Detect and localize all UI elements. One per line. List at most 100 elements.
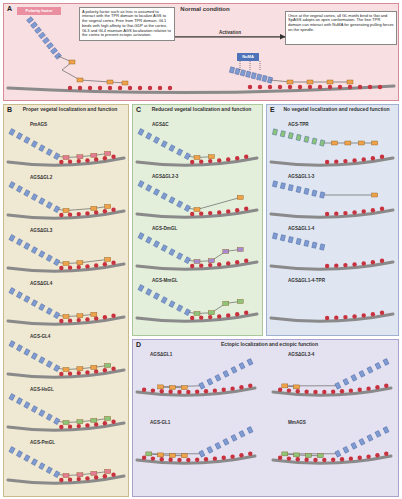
tpr-segment	[39, 198, 45, 205]
galpha-dot	[244, 259, 248, 263]
galpha-dot	[94, 422, 98, 426]
tpr-segment	[169, 249, 175, 256]
galpha-dot	[352, 210, 356, 214]
galpha-dot	[371, 312, 375, 316]
galpha-dot	[322, 458, 326, 462]
tpr-segment	[31, 141, 37, 148]
galpha-dot	[331, 390, 335, 394]
label-tag: Polarity factor	[17, 7, 61, 15]
tpr-segment	[359, 438, 365, 445]
construct-illustration	[271, 233, 393, 269]
galpha-dot	[334, 315, 338, 319]
galpha-dot	[343, 263, 347, 267]
node-text: Once at the vegetal cortex, all GL motif…	[288, 14, 394, 33]
tpr-segment	[240, 70, 245, 76]
tpr-segment	[239, 363, 245, 370]
galpha-dot	[199, 263, 203, 267]
panel-heading: Proper vegetal localization and function	[14, 107, 126, 113]
galpha-dot	[349, 456, 353, 460]
gl-motif	[105, 257, 111, 261]
gl-motif	[91, 206, 97, 210]
galpha-dot	[338, 85, 342, 89]
linker	[57, 314, 94, 316]
galpha-dot	[59, 160, 63, 164]
tpr-segment	[31, 194, 37, 201]
galpha-dot	[343, 159, 347, 163]
tpr-segment	[9, 182, 15, 189]
construct-illustration	[8, 341, 124, 378]
label-tag: NuMA	[237, 53, 259, 61]
galpha-dot	[313, 458, 317, 462]
tpr-segment	[247, 359, 253, 366]
tpr-segment	[177, 149, 183, 156]
galpha-dot	[244, 155, 248, 159]
galpha-dot	[343, 315, 347, 319]
linker	[57, 206, 108, 210]
galpha-dot	[68, 318, 72, 322]
panel-heading: Ectopic localization and ectopic functio…	[143, 342, 396, 348]
galpha-dot	[222, 456, 226, 460]
galpha-dot	[94, 210, 98, 214]
tpr-segment	[272, 181, 277, 187]
cortex	[8, 476, 124, 483]
galpha-dot	[235, 260, 239, 264]
gl-motif	[237, 247, 243, 251]
tpr-segment	[246, 71, 251, 77]
tpr-segment	[46, 202, 52, 209]
cortex	[8, 317, 124, 324]
construct-illustration	[273, 359, 391, 396]
gl-motif	[63, 421, 69, 425]
galpha-dot	[371, 260, 375, 264]
cortex	[137, 456, 255, 463]
galpha-dot	[362, 261, 366, 265]
galpha-dot	[248, 384, 252, 388]
panel-letter: E	[270, 106, 275, 113]
gl-motif	[208, 155, 214, 159]
galpha-dot	[190, 212, 194, 216]
construct-name: AGS-GL4	[30, 334, 50, 339]
gl-motif	[105, 469, 111, 473]
galpha-dot	[375, 385, 379, 389]
galpha-dot	[343, 211, 347, 215]
gl-motif	[77, 473, 83, 477]
tpr-segment	[351, 374, 357, 381]
construct-name: AGSΔGL3-4	[288, 352, 314, 357]
activation-arrow	[175, 36, 285, 37]
galpha-dot	[111, 261, 115, 265]
gl-motif	[146, 452, 152, 456]
construct-name: AGSΔGL3	[30, 228, 52, 233]
galpha-dot	[368, 85, 372, 89]
galpha-dot	[177, 390, 181, 394]
galpha-dot	[235, 312, 239, 316]
galpha-dot	[108, 86, 112, 90]
linker	[187, 249, 240, 261]
tpr-segment	[161, 245, 167, 252]
galpha-dot	[94, 369, 98, 373]
tpr-segment	[24, 190, 30, 197]
galpha-dot	[217, 262, 221, 266]
gl-motif	[194, 312, 200, 316]
normal-illustration	[8, 17, 394, 93]
tpr-segment	[9, 394, 15, 401]
galpha-dot	[68, 265, 72, 269]
gl-motif	[158, 385, 164, 389]
tpr-segment	[280, 131, 285, 137]
galpha-dot	[59, 266, 63, 270]
galpha-dot	[103, 156, 107, 160]
tpr-segment	[39, 463, 45, 470]
galpha-dot	[77, 424, 81, 428]
gl-motif	[307, 80, 313, 84]
galpha-dot	[308, 85, 312, 89]
galpha-dot	[298, 85, 302, 89]
galpha-dot	[94, 475, 98, 479]
note-box: A polarity factor such as Insc is assume…	[79, 7, 175, 41]
tpr-segment	[16, 239, 22, 246]
galpha-dot	[318, 85, 322, 89]
tpr-segment	[54, 312, 60, 319]
galpha-dot	[199, 159, 203, 163]
tpr-segment	[296, 186, 301, 192]
tpr-segment	[288, 236, 293, 242]
force-line	[260, 61, 261, 70]
construct-illustration	[8, 235, 124, 272]
galpha-dot	[226, 209, 230, 213]
